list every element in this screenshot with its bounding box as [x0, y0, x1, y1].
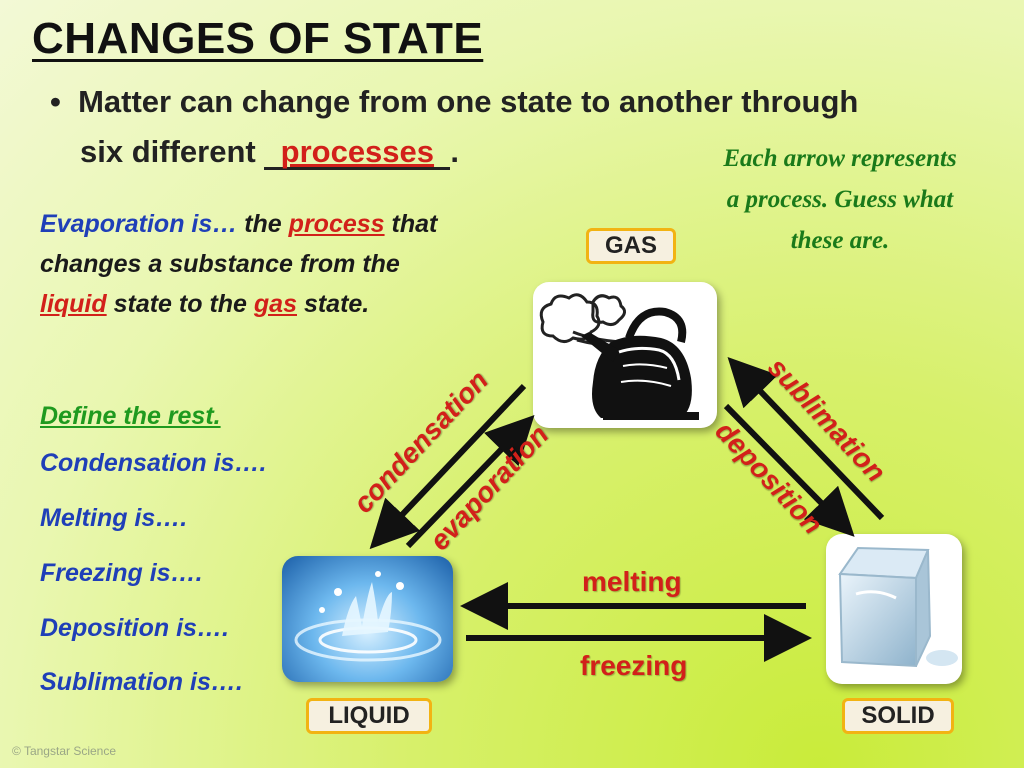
answer-processes: processes: [280, 134, 435, 169]
state-label-liquid: LIQUID: [306, 698, 432, 734]
note-line-1: Each arrow represents: [723, 145, 957, 172]
state-label-solid: SOLID: [842, 698, 954, 734]
question-sublimation: Sublimation is….: [40, 668, 243, 696]
word-liquid: liquid: [40, 290, 107, 318]
arrow-deposition: [723, 403, 855, 537]
definition-lead: Evaporation is…: [40, 210, 238, 238]
bullet-glyph: •: [50, 84, 61, 119]
define-rest-heading: Define the rest.: [40, 402, 221, 430]
word-process: process: [288, 210, 385, 238]
intro-text-1: Matter can change from one state to anot…: [78, 84, 859, 119]
arrow-condensation: [369, 383, 527, 550]
definition-line-1: Evaporation is… the process that: [40, 210, 438, 238]
question-deposition: Deposition is….: [40, 614, 229, 642]
state-label-gas: GAS: [586, 228, 676, 264]
question-condensation: Condensation is….: [40, 449, 267, 477]
definition-line-3: liquid state to the gas state.: [40, 290, 370, 318]
word-gas: gas: [253, 290, 297, 318]
answer-blank: processes: [264, 134, 451, 170]
water-splash-image: [282, 556, 453, 682]
kettle-icon: [539, 293, 699, 420]
copyright-text: © Tangstar Science: [12, 744, 117, 758]
question-freezing: Freezing is….: [40, 559, 203, 587]
arrow-sublimation: [727, 357, 885, 521]
intro-line-1: • Matter can change from one state to an…: [50, 84, 858, 120]
arrow-evaporation: [405, 415, 535, 549]
intro-text-2: six different: [80, 134, 256, 169]
kettle-image: [533, 282, 717, 428]
arrow-note: Each arrow represents a process. Guess w…: [666, 138, 1014, 261]
evaporation-definition: Evaporation is… the process that changes…: [40, 204, 520, 324]
question-melting: Melting is….: [40, 504, 188, 532]
label-freezing: freezing: [580, 650, 688, 681]
ice-cube-image: [826, 534, 962, 684]
ice-cube-icon: [838, 546, 958, 668]
definition-line-2: changes a substance from the: [40, 250, 400, 278]
note-line-2: a process. Guess what: [726, 186, 954, 213]
intro-line-2: six different processes.: [80, 134, 459, 170]
page-title: CHANGES OF STATE: [32, 14, 484, 63]
intro-period: .: [450, 134, 459, 169]
water-splash-icon: [294, 571, 442, 662]
note-line-3: these are.: [790, 227, 890, 254]
label-melting: melting: [582, 566, 682, 597]
